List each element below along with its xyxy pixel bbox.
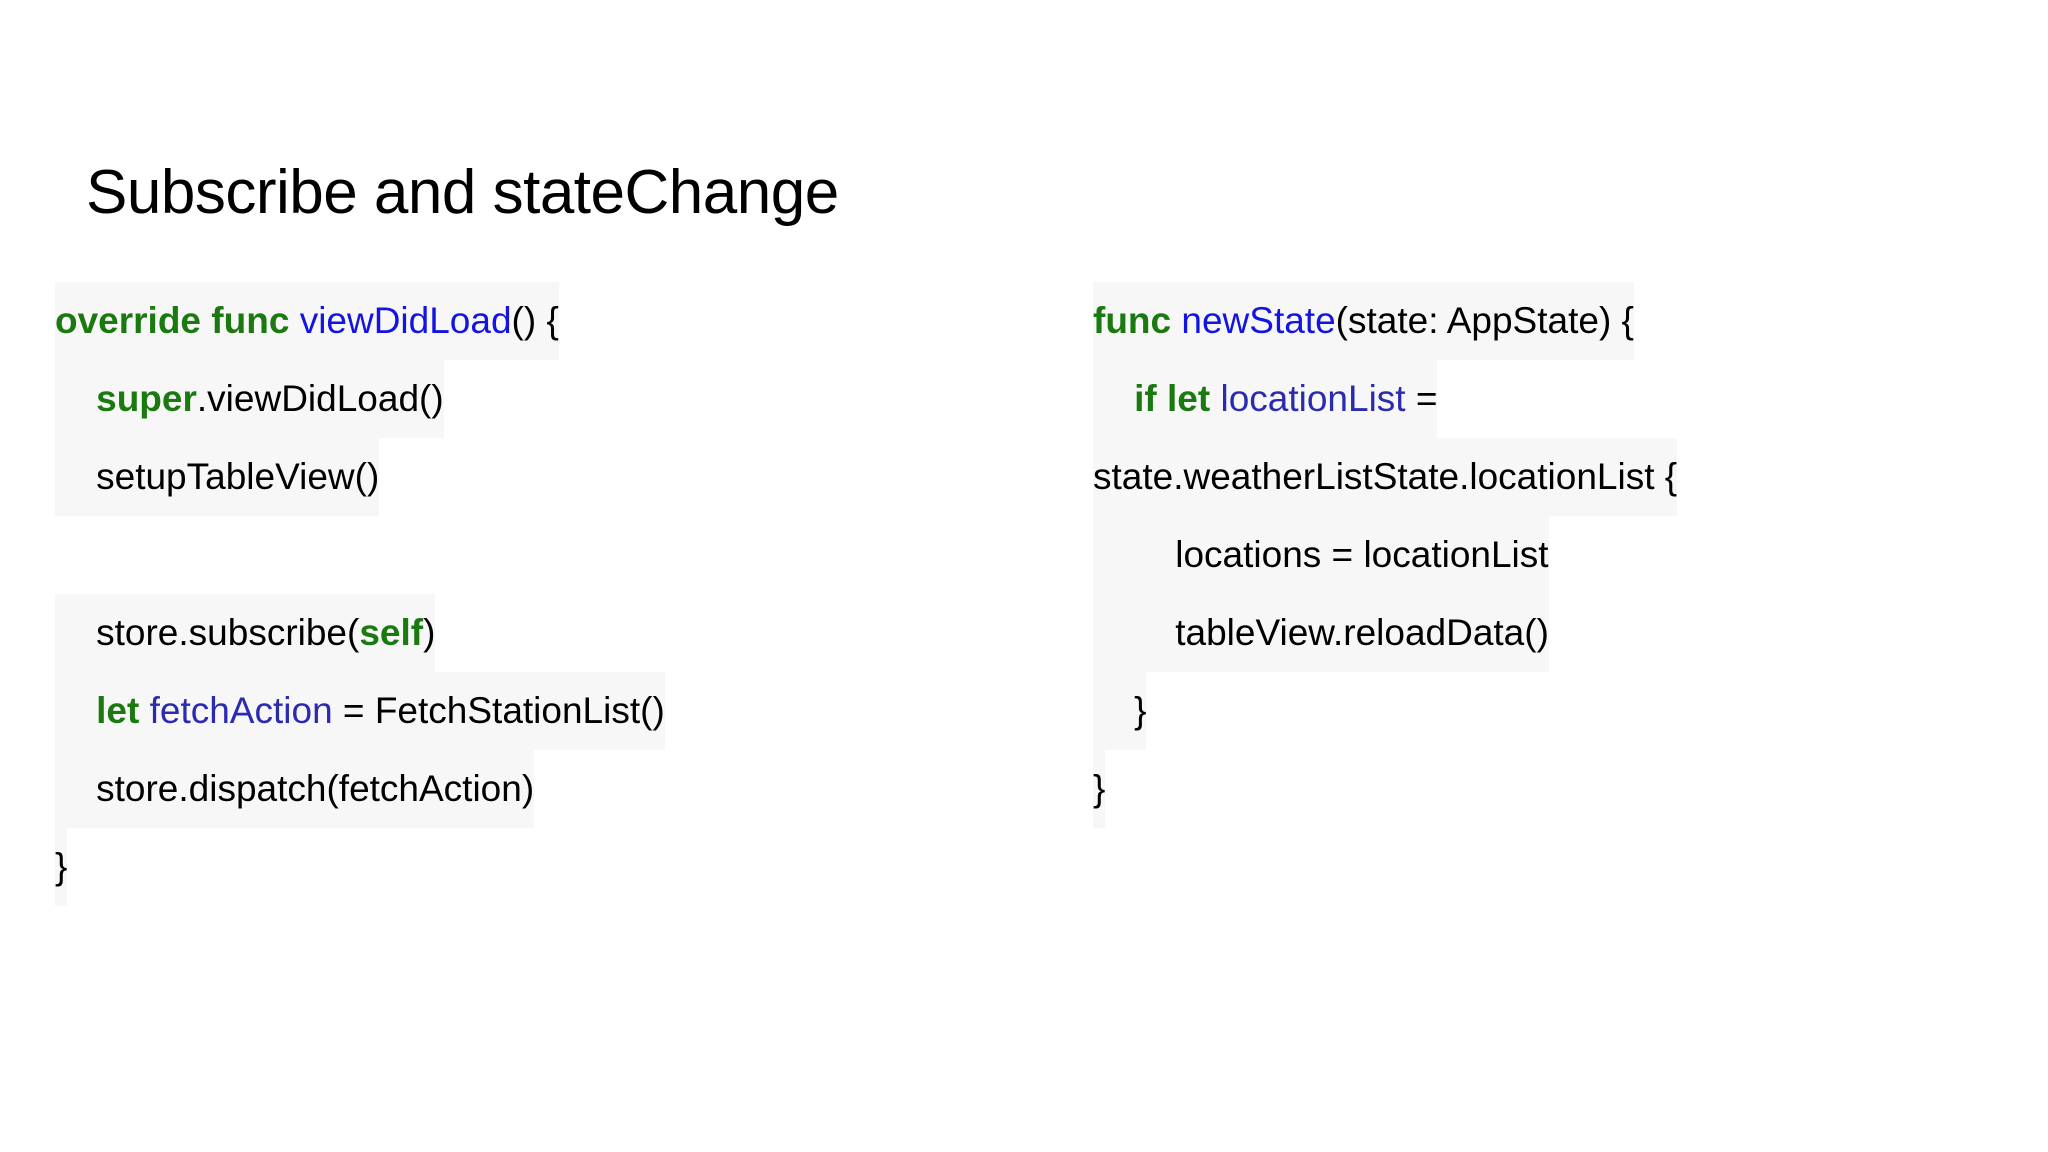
code-token: self xyxy=(359,612,424,653)
code-line: func newState(state: AppState) { xyxy=(1093,282,1634,360)
code-line: tableView.reloadData() xyxy=(1093,594,1549,672)
code-line: } xyxy=(55,828,68,906)
code-indent xyxy=(1093,534,1175,575)
code-line: super.viewDidLoad() xyxy=(55,360,444,438)
code-indent xyxy=(1093,612,1175,653)
code-token: viewDidLoad xyxy=(299,300,512,341)
code-line: locations = locationList xyxy=(1093,516,1549,594)
code-token: } xyxy=(1093,768,1106,809)
code-indent xyxy=(55,378,96,419)
code-token xyxy=(1171,300,1181,341)
code-token: state.weatherListState.locationList { xyxy=(1093,456,1678,497)
code-indent xyxy=(55,690,96,731)
page-title: Subscribe and stateChange xyxy=(86,157,839,227)
code-token xyxy=(289,300,299,341)
code-token: setupTableView() xyxy=(96,456,380,497)
code-token: locationList xyxy=(1220,378,1406,419)
code-token: () { xyxy=(511,300,559,341)
code-block-viewdidload: override func viewDidLoad() { super.view… xyxy=(55,282,1085,906)
code-token: override func xyxy=(55,300,290,341)
code-token: ) xyxy=(423,612,436,653)
code-line-blank xyxy=(55,516,65,594)
code-token: let xyxy=(96,690,140,731)
code-indent xyxy=(55,456,96,497)
code-token xyxy=(1210,378,1220,419)
code-token: func xyxy=(1093,300,1172,341)
code-indent xyxy=(1093,378,1134,419)
code-token: fetchAction xyxy=(149,690,333,731)
code-token: if let xyxy=(1134,378,1211,419)
code-token: store.dispatch(fetchAction) xyxy=(96,768,535,809)
code-token: = xyxy=(1405,378,1438,419)
code-block-newstate: func newState(state: AppState) { if let … xyxy=(1093,282,2033,828)
code-line: let fetchAction = FetchStationList() xyxy=(55,672,665,750)
code-indent xyxy=(55,768,96,809)
code-token: tableView.reloadData() xyxy=(1175,612,1549,653)
code-indent xyxy=(55,612,96,653)
code-token: newState xyxy=(1181,300,1336,341)
code-line: store.dispatch(fetchAction) xyxy=(55,750,535,828)
code-token: } xyxy=(1134,690,1147,731)
code-line: setupTableView() xyxy=(55,438,380,516)
code-line: state.weatherListState.locationList { xyxy=(1093,438,1678,516)
code-token: (state: AppState) { xyxy=(1335,300,1634,341)
code-line: override func viewDidLoad() { xyxy=(55,282,559,360)
code-token: store.subscribe( xyxy=(96,612,360,653)
code-token: } xyxy=(55,846,68,887)
code-line: store.subscribe(self) xyxy=(55,594,436,672)
code-line: if let locationList = xyxy=(1093,360,1438,438)
code-indent xyxy=(1093,690,1134,731)
code-line: } xyxy=(1093,672,1147,750)
code-token: locations = locationList xyxy=(1175,534,1549,575)
code-token xyxy=(139,690,149,731)
code-token: = FetchStationList() xyxy=(332,690,665,731)
code-columns: override func viewDidLoad() { super.view… xyxy=(0,282,2048,906)
code-line: } xyxy=(1093,750,1106,828)
code-token: super xyxy=(96,378,197,419)
code-token: .viewDidLoad() xyxy=(196,378,444,419)
